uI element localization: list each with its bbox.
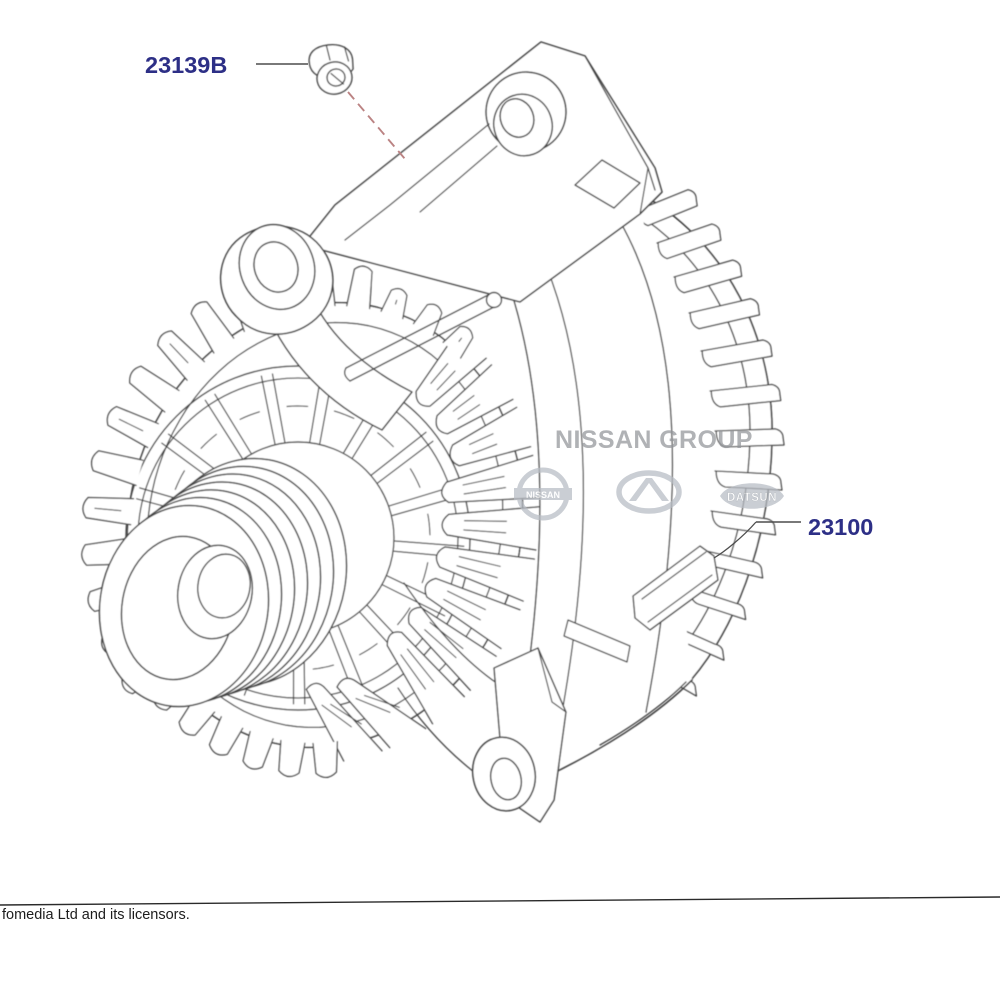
svg-text:DATSUN: DATSUN bbox=[727, 492, 777, 504]
svg-text:NISSAN: NISSAN bbox=[526, 490, 560, 500]
